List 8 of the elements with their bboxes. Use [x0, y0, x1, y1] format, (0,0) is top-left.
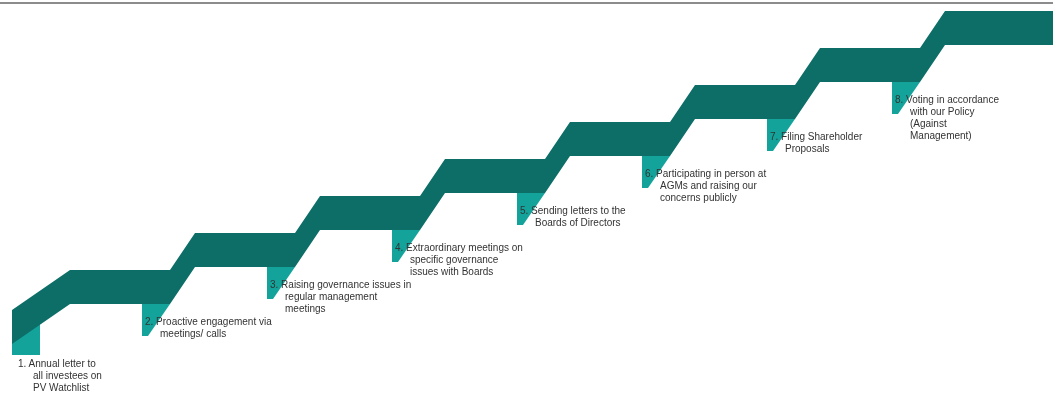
- step-label: 3. Raising governance issues in regular management meetings: [270, 279, 413, 315]
- step-label: 2. Proactive engagement via meetings/ calls: [145, 316, 273, 340]
- step-label: 4. Extraordinary meetings on specific governance issues with Boards: [395, 242, 524, 278]
- step-label: 5. Sending letters to the Boards of Directors: [520, 205, 627, 229]
- step-label: 7. Filing Shareholder Proposals: [770, 131, 864, 155]
- step-label: 8. Voting in accordance with our Policy (Against Management): [895, 94, 1000, 142]
- step-label: 1. Annual letter to all investees on PV Watchlist: [18, 358, 103, 394]
- step-label: 6. Participating in person at AGMs and raising our concerns publicly: [645, 168, 768, 204]
